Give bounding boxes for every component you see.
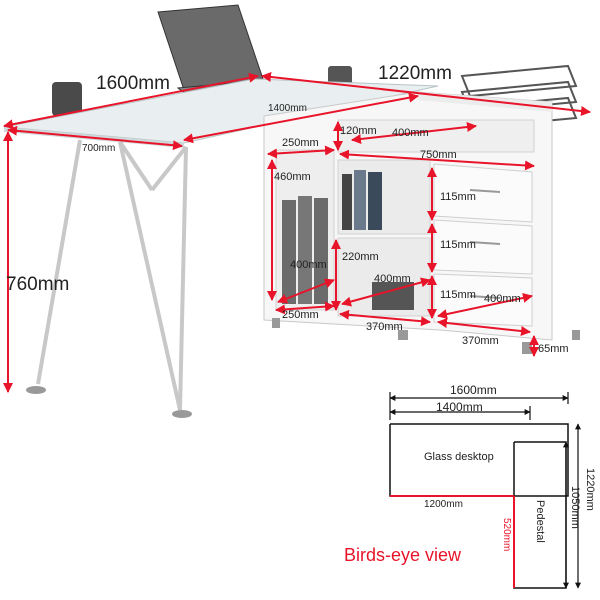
- birds-eye-title: Birds-eye view: [344, 545, 462, 565]
- birds-eye-1200: 1200mm: [424, 499, 463, 510]
- dim-drawer-400: 400mm: [484, 293, 521, 305]
- dim-base-370-right: 370mm: [462, 335, 499, 347]
- birds-eye-1600: 1600mm: [450, 383, 497, 397]
- birds-eye-1050: 1050mm: [569, 486, 581, 529]
- dim-shelf-400-top: 400mm: [392, 127, 429, 139]
- dim-drawer-1: 115mm: [440, 191, 476, 203]
- birds-eye-pedestal-label: Pedestal: [534, 500, 546, 543]
- desk-legs: [36, 139, 188, 411]
- dim-return-length: 1220mm: [378, 63, 452, 84]
- birds-eye-1220: 1220mm: [584, 468, 596, 511]
- dim-inner-length: 1400mm: [268, 103, 307, 114]
- dim-shelf-400-bottom: 400mm: [374, 273, 411, 285]
- dim-shelf-400-left: 400mm: [290, 259, 327, 271]
- birds-eye-glass-label: Glass desktop: [424, 451, 494, 463]
- dim-base-370-mid: 370mm: [366, 321, 403, 333]
- birds-eye-diagram: [389, 392, 581, 589]
- dim-desk-depth: 700mm: [82, 143, 116, 154]
- dim-drawer-3: 115mm: [440, 289, 476, 301]
- dim-desk-length: 1600mm: [96, 73, 170, 94]
- dim-shelf-120: 120mm: [340, 125, 377, 137]
- birds-eye-1400: 1400mm: [436, 400, 483, 414]
- dim-shelf-220: 220mm: [342, 251, 379, 263]
- dim-height: 760mm: [6, 274, 70, 295]
- dim-shelf-460: 460mm: [274, 171, 311, 183]
- dim-shelf-750: 750mm: [420, 149, 457, 161]
- dim-drawer-2: 115mm: [440, 239, 476, 251]
- dim-feet-65: 65mm: [538, 343, 569, 355]
- birds-eye-520: 520mm: [501, 518, 512, 552]
- dimension-lines: [3, 72, 591, 393]
- dim-shelf-250-top: 250mm: [282, 137, 319, 149]
- dim-base-250: 250mm: [282, 309, 319, 321]
